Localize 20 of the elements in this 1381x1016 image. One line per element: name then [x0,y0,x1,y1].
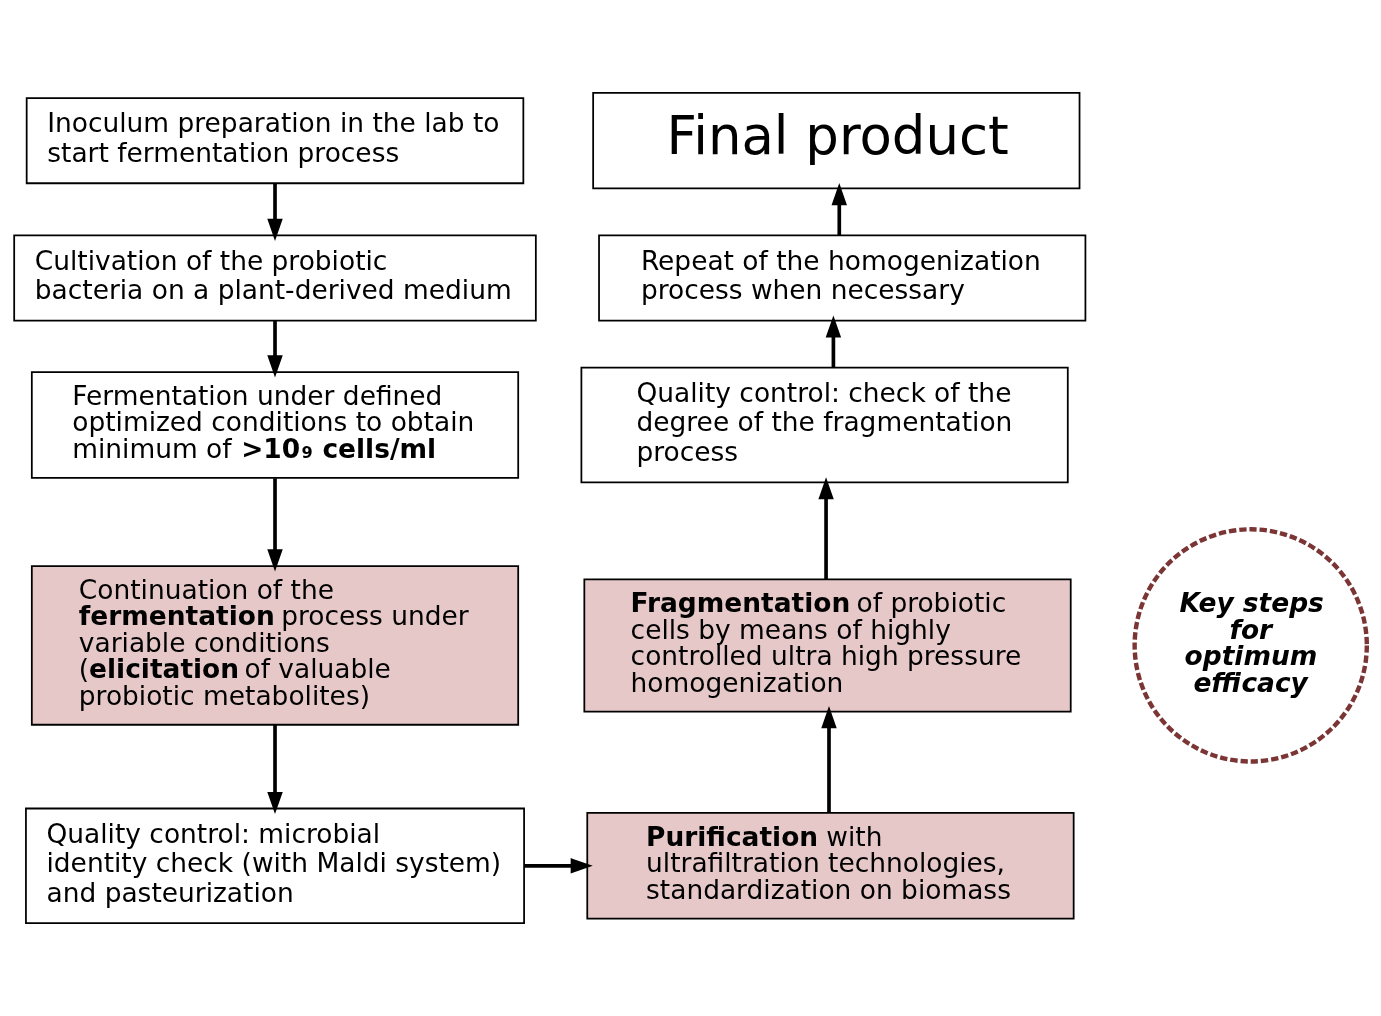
node-box: Cultivation of the probiotic bacteria on a plant-derived medium [13,234,537,322]
arrow [267,724,283,815]
arrow [825,315,842,368]
arrow [267,183,283,241]
node-box: Quality control: microbial identity check (with Maldi system) and pasteurization [25,807,525,924]
arrow [267,320,283,378]
node-box: Purification with ultrafiltration technologies, standardization on biomass [586,812,1075,920]
arrow [818,477,834,580]
arrow [524,858,593,874]
node-box: Quality control: check of the degree of the fragmentation process [580,366,1069,484]
arrow [267,478,283,572]
node-box: Fragmentation of probiotic cells by means of highly controlled ultra high pressure homogenization [583,578,1072,713]
node-box: Inoculum preparation in the lab to start fermentation process [25,97,525,185]
node-box: Fermentation under defined optimized conditions to obtain minimum of >109 cells/ml [30,371,520,479]
arrow [831,183,847,236]
node-box: Repeat of the homogenization process when necessary [598,234,1087,322]
node-circle: Key steps for optimum efficacy [1132,527,1370,764]
arrow [821,706,837,813]
node-box: Final product [592,92,1081,190]
node-box: Continuation of the fermentation process under variable conditions (elicitation of valuable probiotic metabolites) [30,565,520,726]
